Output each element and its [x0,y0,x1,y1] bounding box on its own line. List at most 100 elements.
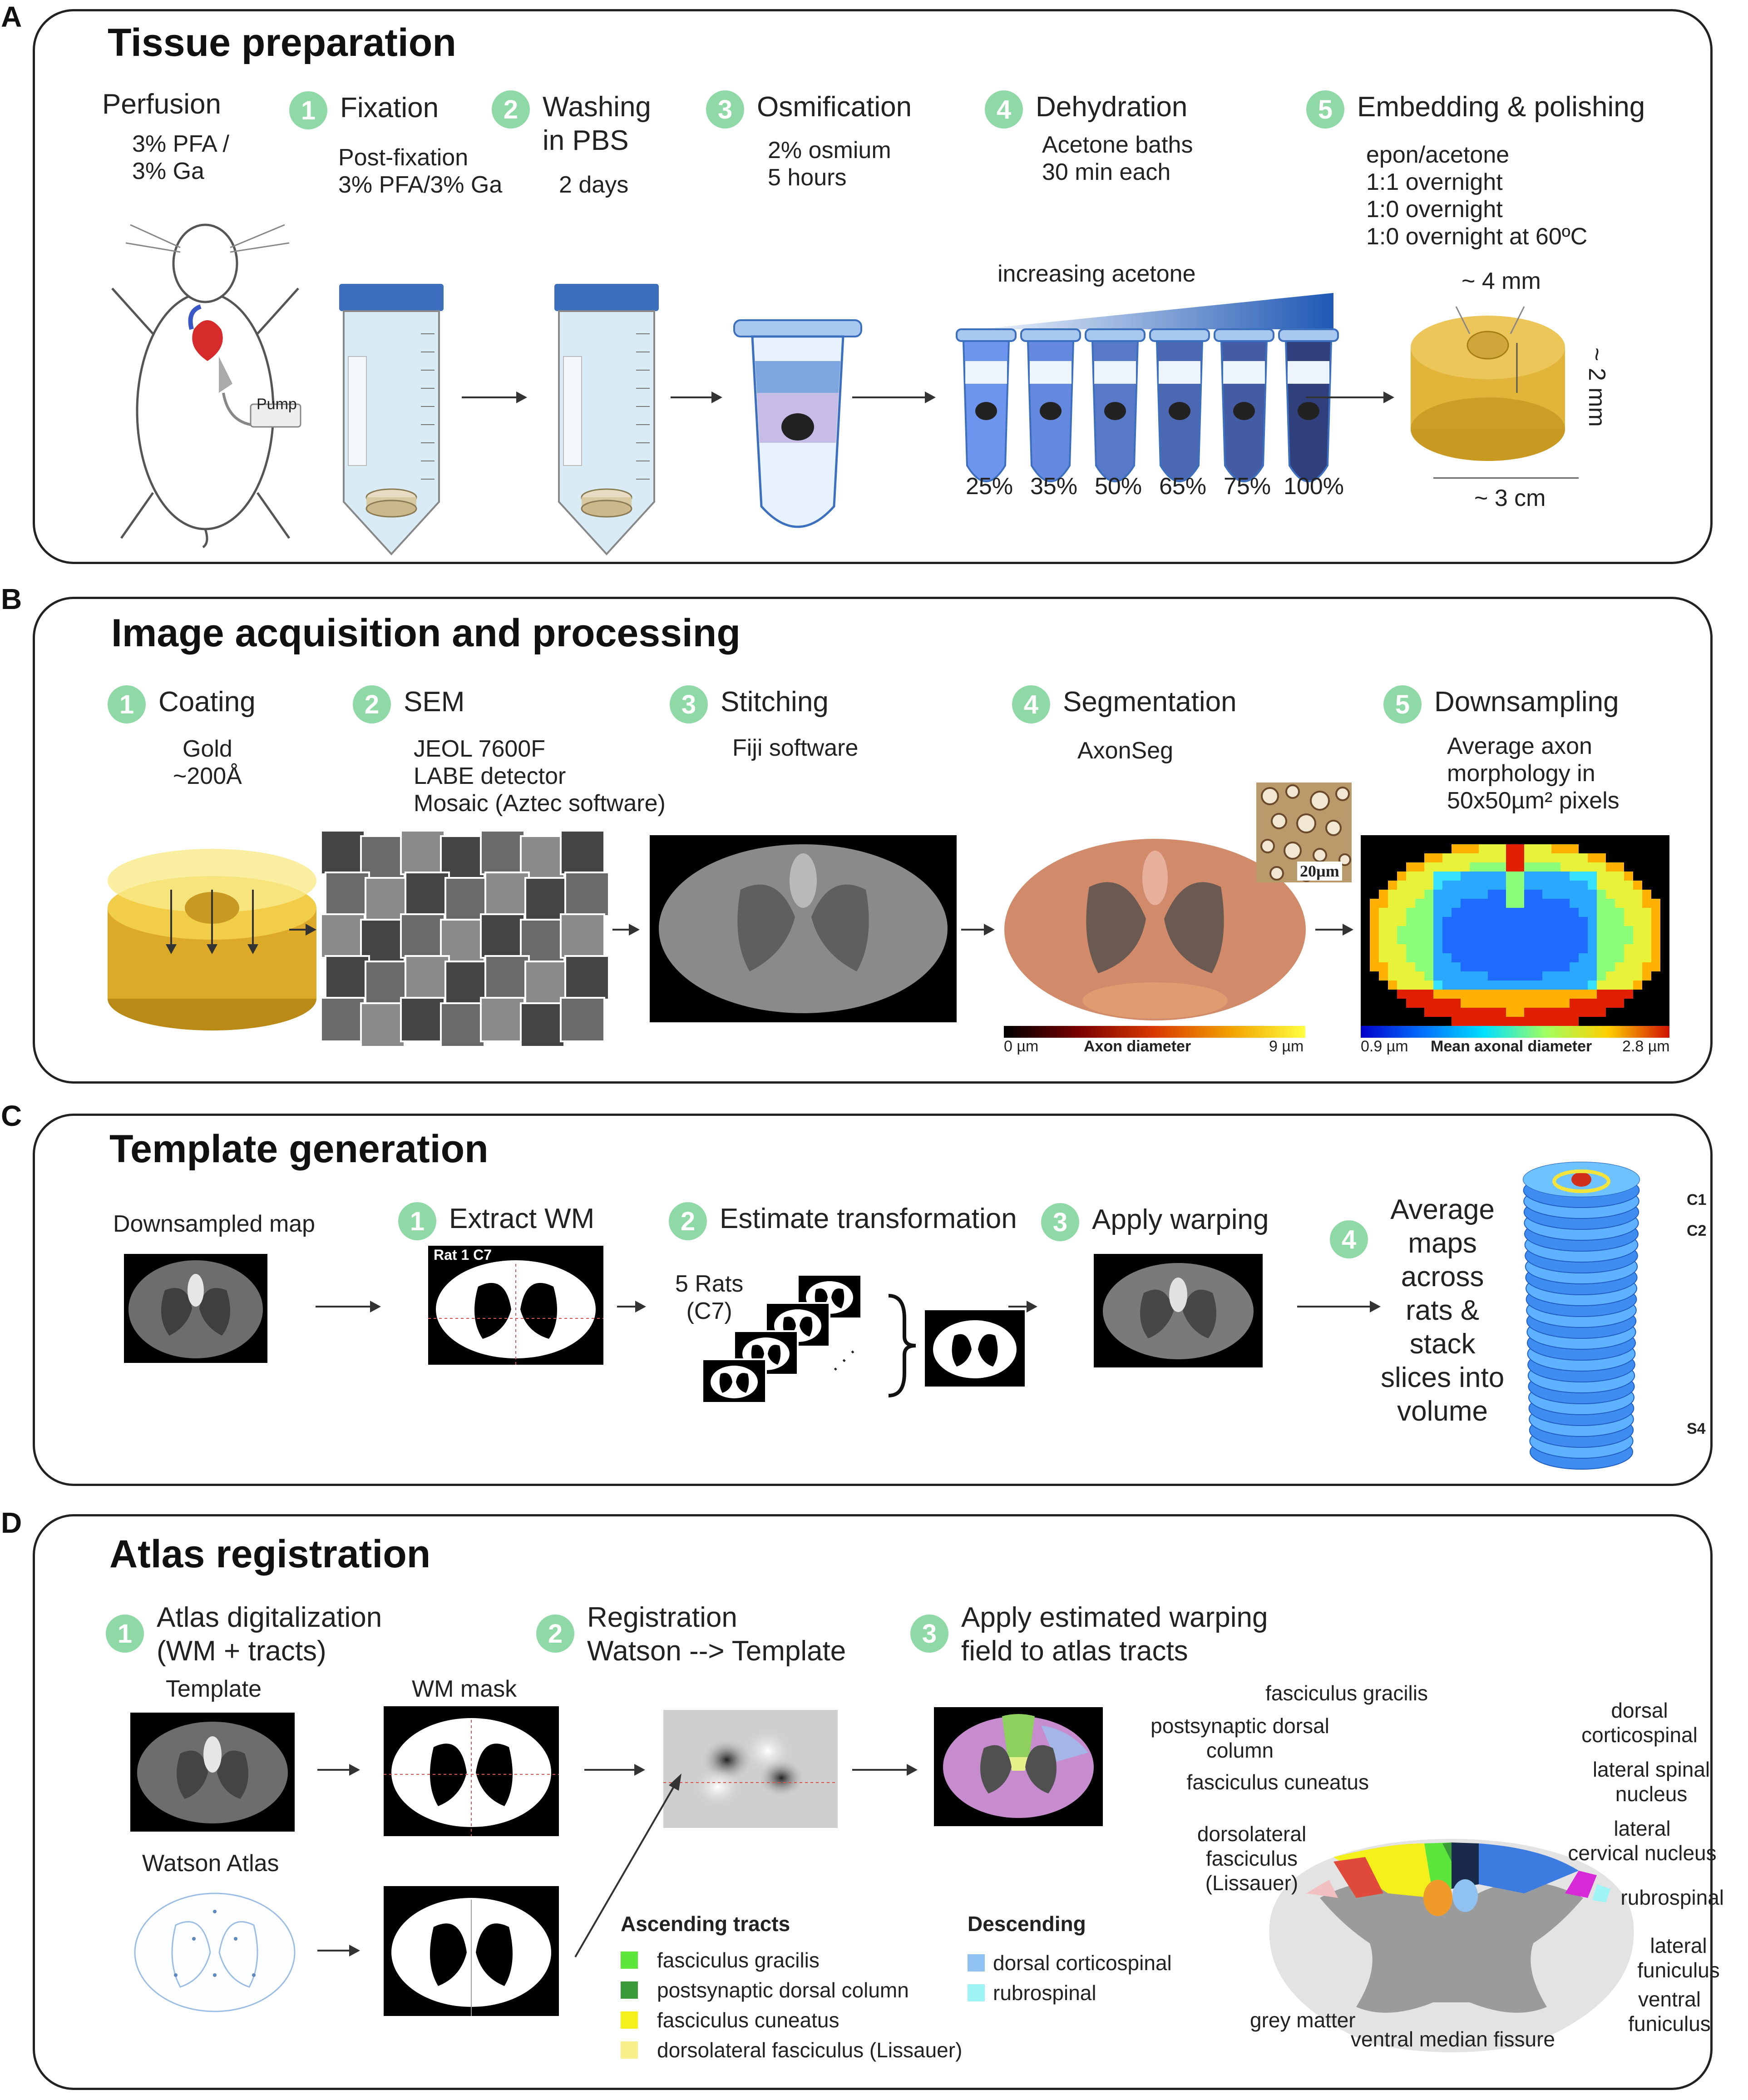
heatmap-cell [1579,944,1588,953]
heatmap-cell [1524,962,1533,971]
perfusion-label: Perfusion [102,89,221,120]
heatmap-cell [1397,953,1406,962]
heatmap-cell [1406,899,1415,908]
heatmap-cell [1524,935,1533,944]
heatmap-cell [1633,971,1642,981]
heatmap-cell [1497,953,1506,962]
arrow-b-3 [961,924,995,936]
heatmap-cell [1570,971,1579,981]
heatmap-cell [1488,881,1497,890]
heatmap-cell [1497,1017,1506,1026]
heatmap-cell [1461,1017,1470,1026]
heatmap-cell [1452,999,1461,1008]
heatmap-cell [1542,853,1551,862]
heatmap-cell [1424,944,1433,953]
heatmap-cell [1579,926,1588,935]
heatmap-cell [1406,872,1415,881]
heatmap-cell [1606,990,1615,999]
heatmap-cell [1524,890,1533,899]
heatmap-cell [1397,926,1406,935]
heatmap-cell [1615,999,1624,1008]
heatmap-cell [1424,1008,1433,1017]
heatmap-cell [1615,908,1624,917]
step-a-5-label: Embedding & polishing [1357,91,1645,123]
heatmap-cell [1524,872,1533,881]
heatmap-cell [1597,935,1606,944]
heatmap-cell [1388,881,1397,890]
arrow-c-2 [617,1301,646,1312]
heatmap-cell [1406,935,1415,944]
heatmap-cell [1551,862,1560,872]
volume-hotspot [1571,1172,1591,1187]
sem-tile [480,913,525,959]
cord-label-ventral-median: ventral median fissure [1351,2027,1555,2051]
step-a-2-badge: 2 [492,90,530,129]
sem-tile [325,872,370,917]
heatmap-cell [1588,953,1597,962]
heatmap-cell [1588,944,1597,953]
heatmap-cell [1515,862,1524,872]
heatmap-cell [1560,890,1570,899]
heatmap-cell [1624,899,1633,908]
heatmap-cell [1579,872,1588,881]
heatmap-cell [1542,953,1551,962]
step-a-3-label: Osmification [757,91,912,123]
heatmap-cell [1388,953,1397,962]
heatmap-cell [1588,981,1597,990]
heatmap-cell [1560,917,1570,926]
heatmap-cell [1379,917,1388,926]
acetone-percent-label: 25% [966,473,1013,500]
heatmap-cell [1551,890,1560,899]
heatmap-cell [1515,990,1524,999]
sem-tile [484,955,530,1000]
heatmap-cell [1461,917,1470,926]
step-b-1: 1 Coating [108,685,256,723]
step-a-1-label: Fixation [340,92,439,124]
heatmap-cell [1442,953,1452,962]
sem-tile [484,872,530,917]
heatmap-cell [1424,862,1433,872]
sem-tile [320,997,365,1042]
embedding-puck [1411,306,1565,461]
heatmap-cell [1615,981,1624,990]
arrow-c-1 [316,1301,381,1312]
heatmap-cell [1615,962,1624,971]
heatmap-cell [1615,990,1624,999]
heatmap-cell [1606,926,1615,935]
panel-letter-d: D [1,1506,22,1539]
colorbar2-max: 2.8 µm [1622,1038,1670,1055]
heatmap-cell [1442,862,1452,872]
heatmap-cell [1415,935,1424,944]
heatmap-cell [1488,990,1497,999]
sem-tile [320,913,365,959]
heatmap-cell [1479,890,1488,899]
heatmap-cell [1642,890,1651,899]
heatmap-cell [1642,953,1651,962]
panel-image-acquisition: Image acquisition and processing 1 Coati… [33,597,1713,1084]
step-b-3: 3 Stitching [670,685,829,723]
step-c-3-label: Apply warping [1092,1204,1269,1235]
heatmap-cell [1633,944,1642,953]
step-b-2-label: SEM [404,686,465,718]
heatmap-cell [1533,999,1542,1008]
arrow-b-4 [1315,924,1353,936]
heatmap-cell [1397,981,1406,990]
heatmap-cell [1424,962,1433,971]
heatmap-cell [1433,890,1442,899]
heatmap-cell [1415,981,1424,990]
heatmap-cell [1433,981,1442,990]
legend-swatch [968,1984,985,2001]
heatmap-cell [1542,844,1551,853]
heatmap-cell [1570,881,1579,890]
heatmap-cell [1533,926,1542,935]
heatmap-cell [1570,981,1579,990]
heatmap-cell [1424,890,1433,899]
heatmap-cell [1560,971,1570,981]
heatmap-cell [1370,899,1379,908]
heatmap-cell [1542,990,1551,999]
heatmap-cell [1570,935,1579,944]
wm-mask-image [384,1706,559,1836]
heatmap-cell [1506,944,1515,953]
heatmap-cell [1388,890,1397,899]
heatmap-cell [1633,935,1642,944]
